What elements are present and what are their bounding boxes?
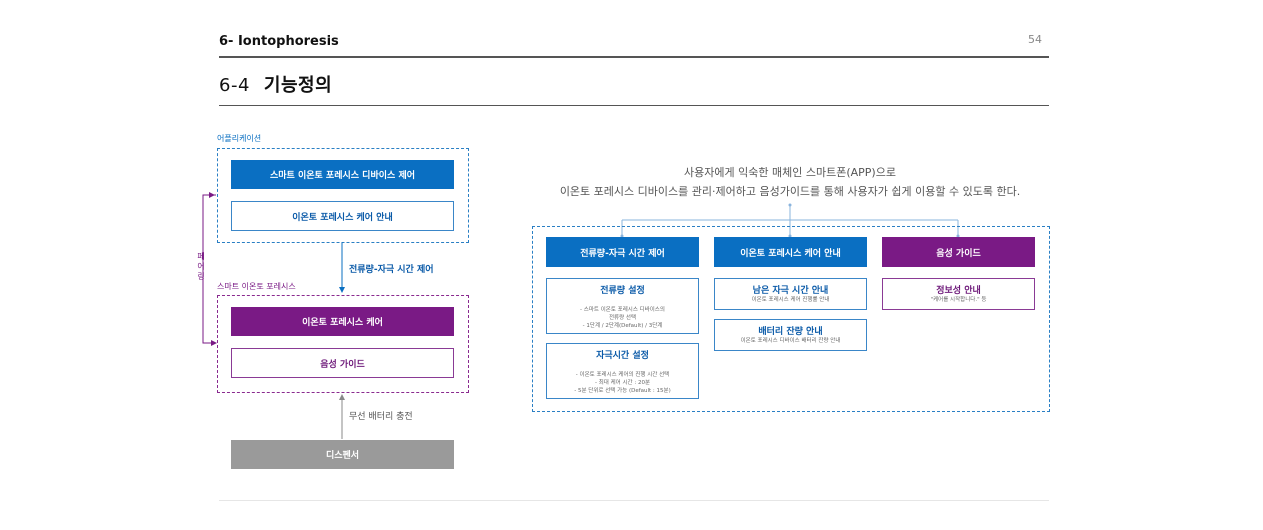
intro-line-1: 사용자에게 익숙한 매체인 스마트폰(APP)으로 bbox=[684, 166, 896, 179]
intro-text: 사용자에게 익숙한 매체인 스마트폰(APP)으로 이온토 포레시스 디바이스를… bbox=[510, 163, 1070, 201]
section-number: 6-4 bbox=[219, 75, 250, 96]
section-heading: 6-4 기능정의 bbox=[219, 71, 332, 97]
card-title: 정보성 안내 bbox=[936, 286, 981, 296]
app-group-box bbox=[217, 148, 469, 243]
card-desc-line: - 스마트 이온토 포레시스 디바이스의 bbox=[580, 307, 665, 313]
card-desc-line: - 이온토 포레시스 케어의 진행 시간 선택 bbox=[575, 372, 670, 378]
app-group-label: 어플리케이션 bbox=[217, 134, 262, 143]
feature-panel bbox=[532, 226, 1050, 412]
device-group-box bbox=[217, 295, 469, 393]
column-header-voice-guide: 음성 가이드 bbox=[882, 237, 1035, 267]
wireless-charging-label: 무선 배터리 충전 bbox=[349, 412, 413, 422]
page-number: 54 bbox=[1028, 33, 1042, 46]
card-desc: 이온토 포레시스 디바이스 배터리 잔량 안내 bbox=[740, 338, 841, 344]
section-title: 기능정의 bbox=[263, 75, 333, 96]
pairing-label: 페어링 bbox=[197, 252, 205, 281]
card-desc-line: - 5분 단위로 선택 가능 (Default : 15분) bbox=[574, 388, 671, 394]
card-desc: - 스마트 이온토 포레시스 디바이스의 전류량 선택 - 1단계 / 2단계(… bbox=[547, 306, 698, 330]
device-voice-guide-box: 음성 가이드 bbox=[231, 348, 454, 378]
document-header-title: 6- Iontophoresis bbox=[219, 34, 339, 49]
card-title: 배터리 잔량 안내 bbox=[758, 327, 823, 337]
card-stimulation-time-setting: 자극시간 설정 - 이온토 포레시스 케어의 진행 시간 선택 - 최대 케어 … bbox=[546, 343, 699, 399]
card-battery-level: 배터리 잔량 안내 이온토 포레시스 디바이스 배터리 잔량 안내 bbox=[714, 319, 867, 351]
card-desc: 이온토 포레시스 케어 진행률 안내 bbox=[751, 297, 830, 303]
dispenser-box: 디스펜서 bbox=[231, 440, 454, 469]
card-desc-line: - 최대 케어 시간 : 20분 bbox=[595, 380, 650, 386]
column-header-care-guide: 이온토 포레시스 케어 안내 bbox=[714, 237, 867, 267]
card-desc: "케어를 시작합니다." 등 bbox=[930, 297, 987, 303]
card-current-setting: 전류량 설정 - 스마트 이온토 포레시스 디바이스의 전류량 선택 - 1단계… bbox=[546, 278, 699, 334]
control-flow-label: 전류량-자극 시간 제어 bbox=[349, 265, 434, 275]
app-care-guide-box: 이온토 포레시스 케어 안내 bbox=[231, 201, 454, 231]
device-group-label: 스마트 이온토 포레시스 bbox=[217, 282, 296, 291]
card-title: 전류량 설정 bbox=[600, 286, 645, 296]
card-remaining-time: 남은 자극 시간 안내 이온토 포레시스 케어 진행률 안내 bbox=[714, 278, 867, 310]
column-header-current-time: 전류량-자극 시간 제어 bbox=[546, 237, 699, 267]
intro-line-2: 이온토 포레시스 디바이스를 관리·제어하고 음성가이드를 통해 사용자가 쉽게… bbox=[559, 185, 1021, 198]
card-desc: - 이온토 포레시스 케어의 진행 시간 선택 - 최대 케어 시간 : 20분… bbox=[547, 371, 698, 395]
footer-divider bbox=[219, 500, 1049, 501]
section-divider bbox=[219, 105, 1049, 106]
card-desc-line: 전류량 선택 bbox=[608, 315, 637, 321]
header-divider bbox=[219, 56, 1049, 58]
card-info-guide: 정보성 안내 "케어를 시작합니다." 등 bbox=[882, 278, 1035, 310]
device-care-box: 이온토 포레시스 케어 bbox=[231, 307, 454, 336]
card-title: 자극시간 설정 bbox=[596, 351, 649, 361]
card-desc-line: - 1단계 / 2단계(Default) / 3단계 bbox=[582, 323, 663, 329]
card-title: 남은 자극 시간 안내 bbox=[752, 286, 829, 296]
app-device-control-box: 스마트 이온토 포레시스 디바이스 제어 bbox=[231, 160, 454, 189]
